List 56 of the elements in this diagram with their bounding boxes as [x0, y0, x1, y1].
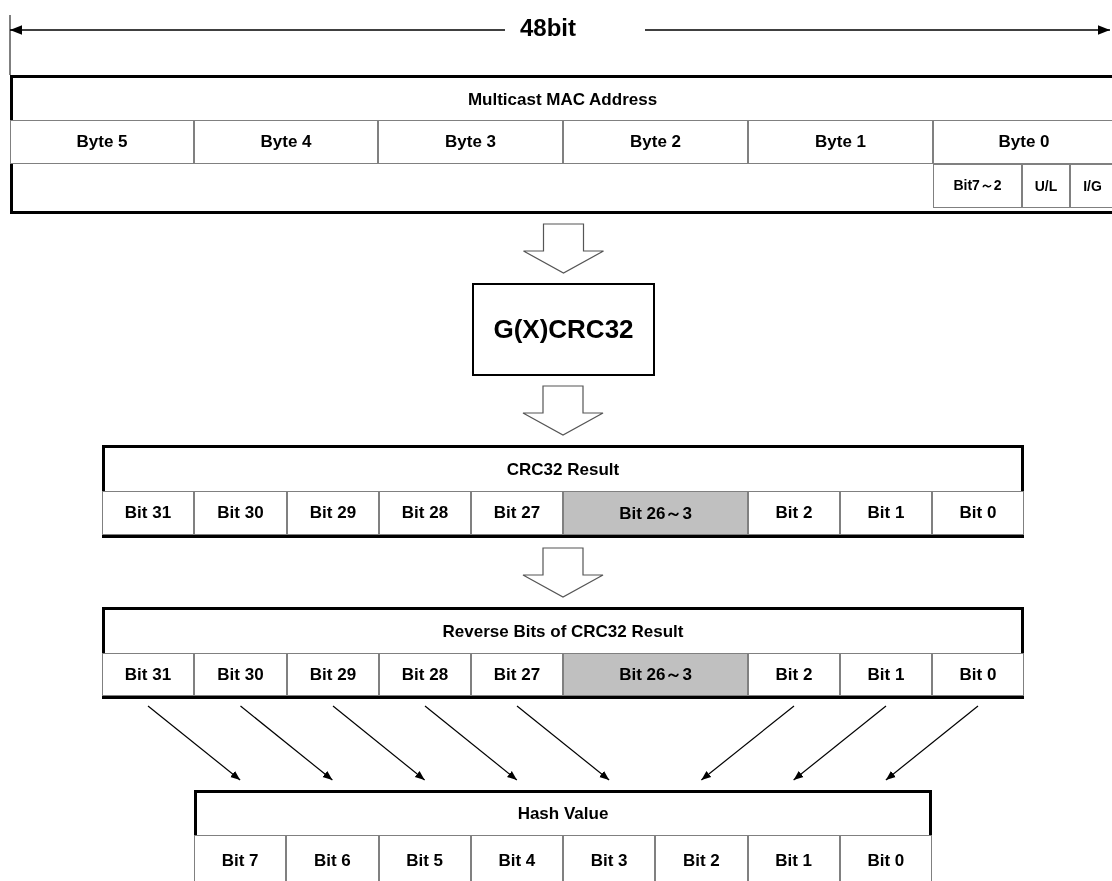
field-cell: Bit 26～3 — [563, 491, 748, 535]
arrow — [885, 705, 979, 781]
field-cell: Bit 30 — [194, 491, 287, 535]
field-cell: Bit 5 — [378, 835, 471, 881]
dimension-label: 48bit — [520, 14, 576, 42]
arrow — [332, 705, 426, 781]
block-arrow — [522, 223, 605, 274]
field-cell: Bit7～2 — [933, 164, 1022, 208]
arrow — [793, 705, 887, 781]
field-cell: Bit 31 — [102, 491, 194, 535]
block-arrow — [522, 547, 604, 598]
field-cell: Bit 0 — [932, 491, 1024, 535]
field-cell: Byte 3 — [378, 120, 563, 164]
field-cell: Bit 30 — [194, 653, 287, 696]
field-cell: Bit 27 — [471, 491, 563, 535]
process-box: G(X)CRC32 — [472, 283, 655, 376]
field-cell: Byte 1 — [748, 120, 933, 164]
field-cell: Bit 31 — [102, 653, 194, 696]
field-cell: Bit 28 — [379, 653, 471, 696]
field-cell: Bit 2 — [655, 835, 748, 881]
table-frame — [102, 607, 1024, 699]
arrow — [700, 705, 795, 781]
field-cell: Bit 28 — [379, 491, 471, 535]
field-cell: Bit 0 — [932, 653, 1024, 696]
table-heading: Multicast MAC Address — [466, 89, 659, 111]
field-cell: Bit 3 — [563, 835, 656, 881]
table-heading: Reverse Bits of CRC32 Result — [441, 621, 685, 643]
field-cell: Bit 6 — [286, 835, 379, 881]
table-frame — [194, 790, 932, 881]
table-frame — [102, 445, 1024, 538]
field-cell: U/L — [1022, 164, 1070, 208]
field-cell: Byte 0 — [933, 120, 1112, 164]
table-heading: Hash Value — [516, 803, 610, 825]
field-cell: Bit 7 — [194, 835, 287, 881]
field-cell: Bit 26～3 — [563, 653, 748, 696]
field-cell: Bit 27 — [471, 653, 563, 696]
field-cell: Bit 29 — [287, 491, 379, 535]
field-cell: Bit 1 — [840, 653, 932, 696]
block-arrow — [522, 385, 604, 436]
arrow — [239, 705, 333, 781]
field-cell: Bit 1 — [840, 491, 932, 535]
field-cell: Byte 5 — [10, 120, 194, 164]
field-cell: Bit 0 — [839, 835, 932, 881]
field-cell: Bit 2 — [748, 653, 840, 696]
arrow — [516, 705, 610, 781]
table-heading: CRC32 Result — [505, 459, 621, 481]
field-cell: Bit 4 — [470, 835, 563, 881]
field-cell: I/G — [1070, 164, 1112, 208]
arrow — [147, 705, 241, 781]
arrow — [424, 705, 518, 781]
field-cell: Byte 4 — [194, 120, 378, 164]
field-cell: Bit 2 — [748, 491, 840, 535]
field-cell: Byte 2 — [563, 120, 748, 164]
field-cell: Bit 1 — [747, 835, 840, 881]
field-cell: Bit 29 — [287, 653, 379, 696]
table-frame — [10, 75, 1112, 214]
